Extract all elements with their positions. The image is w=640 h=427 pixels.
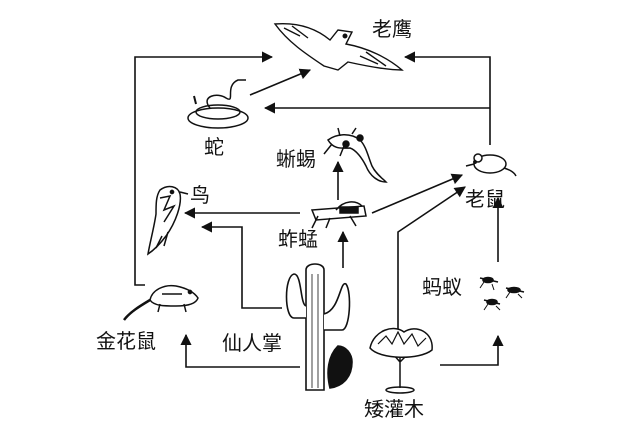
chipmunk-icon [123, 284, 199, 321]
label-shrub: 矮灌木 [364, 397, 424, 421]
lizard-icon [323, 127, 388, 183]
shrub-icon [369, 327, 433, 394]
arrow-chipmunk-to-eagle [134, 51, 274, 286]
label-snake: 蛇 [204, 135, 224, 159]
label-grasshopper: 蚱蜢 [278, 227, 318, 251]
arrow-shrub-to-ant [440, 334, 504, 366]
eagle-icon [273, 23, 404, 71]
arrow-shrub-to-mouse [397, 186, 466, 335]
mouse-icon [465, 153, 517, 177]
arrow-mouse-to-eagle [403, 51, 491, 145]
grasshopper-icon [310, 201, 367, 229]
ant-icon [479, 276, 525, 311]
arrow-cactus-to-chipmunk [180, 333, 300, 368]
snake-icon [187, 79, 249, 129]
arrow-cactus-to-bird [200, 221, 282, 309]
label-lizard: 蜥蜴 [276, 147, 316, 171]
cactus-icon [285, 263, 353, 391]
arrow-grasshopper-to-mouse [371, 173, 464, 214]
arrow-snake-to-eagle [249, 68, 312, 96]
label-eagle: 老鹰 [372, 17, 412, 41]
label-cactus: 仙人掌 [222, 331, 282, 355]
label-chipmunk: 金花鼠 [96, 329, 156, 353]
label-ant: 蚂蚁 [422, 275, 462, 299]
label-bird: 鸟 [190, 183, 210, 207]
label-mouse: 老鼠 [465, 187, 505, 211]
bird-icon [146, 185, 189, 256]
